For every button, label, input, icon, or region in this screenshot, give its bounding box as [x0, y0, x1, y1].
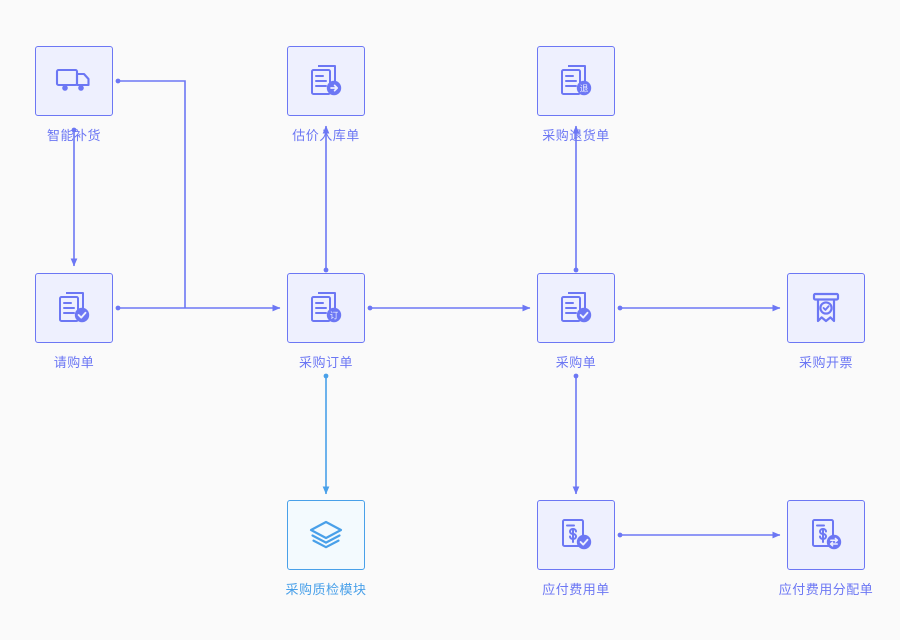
node-payable-expense-order[interactable]: 应付费用单 [536, 500, 616, 598]
node-purchase-quality-module[interactable]: 采购质检模块 [286, 500, 366, 598]
node-box[interactable] [537, 500, 615, 570]
node-purchase-return-order[interactable]: 退 采购退货单 [536, 46, 616, 144]
node-label: 采购质检模块 [285, 582, 367, 597]
node-estimated-inbound-order[interactable]: 估价入库单 [286, 46, 366, 144]
node-purchase-invoicing[interactable]: 采购开票 [786, 273, 866, 371]
node-label: 采购单 [555, 355, 597, 370]
node-label: 请购单 [53, 355, 95, 370]
layers-icon [309, 520, 343, 549]
node-payable-expense-allocation[interactable]: 应付费用分配单 [779, 500, 873, 598]
invoice-check-icon [812, 292, 840, 323]
document-arrow-icon [311, 65, 342, 96]
node-label: 估价入库单 [292, 128, 360, 143]
node-purchase-order[interactable]: 订 采购订单 [286, 273, 366, 371]
document-badge-icon: 退 [561, 65, 592, 96]
node-box[interactable] [35, 46, 113, 116]
node-label: 应付费用分配单 [778, 582, 874, 597]
node-purchase-receipt[interactable]: 采购单 [536, 273, 616, 371]
truck-icon [55, 68, 90, 91]
node-label: 采购退货单 [542, 128, 610, 143]
node-label: 采购开票 [798, 355, 853, 370]
document-badge-icon: 订 [311, 292, 342, 323]
node-purchase-requisition[interactable]: 请购单 [34, 273, 114, 371]
badge-text: 退 [580, 83, 589, 93]
node-smart-replenishment[interactable]: 智能补货 [34, 46, 114, 144]
node-box[interactable] [35, 273, 113, 343]
receipt-allocate-icon [812, 519, 842, 550]
document-check-icon [59, 292, 90, 323]
badge-text: 订 [330, 310, 339, 320]
node-label: 采购订单 [298, 355, 353, 370]
node-box[interactable]: 订 [287, 273, 365, 343]
node-box[interactable] [287, 500, 365, 570]
document-check-icon [561, 292, 592, 323]
node-box[interactable]: 退 [537, 46, 615, 116]
node-box[interactable] [287, 46, 365, 116]
node-box[interactable] [787, 500, 865, 570]
node-label: 智能补货 [46, 128, 101, 143]
connector-replenishment-to-purchase-order [115, 78, 186, 308]
receipt-check-icon [562, 519, 592, 550]
node-box[interactable] [537, 273, 615, 343]
node-box[interactable] [787, 273, 865, 343]
node-label: 应付费用单 [542, 582, 610, 597]
